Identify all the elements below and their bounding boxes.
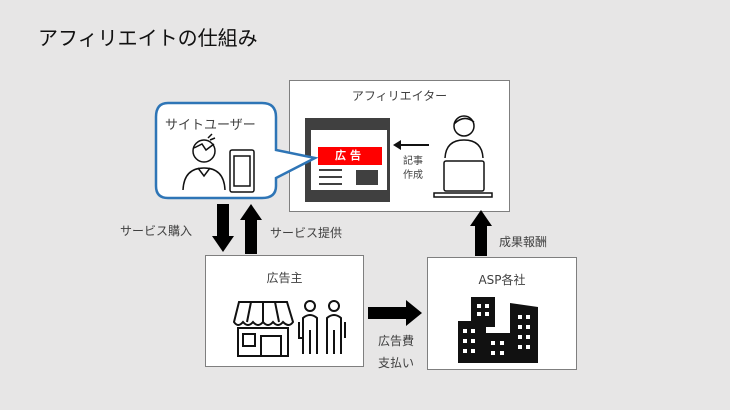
fee-payment-label: 広告費支払い	[378, 334, 415, 370]
fee-arrow-icon	[368, 300, 422, 326]
service-provide-label: サービス提供	[270, 226, 343, 240]
page-title: アフィリエイトの仕組み	[38, 26, 258, 50]
affiliator-label: アフィリエイター	[351, 89, 448, 103]
buildings-icon	[458, 297, 538, 363]
site-user-label: サイトユーザー	[165, 118, 256, 133]
ad-banner: 広告	[318, 147, 382, 165]
advertiser-label: 広告主	[266, 271, 303, 285]
shop-people-icon	[233, 300, 346, 357]
reward-arrow-icon	[470, 210, 492, 256]
advertiser-box: 広告主	[205, 255, 364, 367]
site-user-bubble	[154, 101, 319, 200]
reward-label: 成果報酬	[499, 235, 548, 249]
service-purchase-label: サービス購入	[120, 224, 193, 238]
person-laptop-icon	[433, 115, 493, 198]
purchase-arrows-icon	[212, 204, 262, 254]
arrow-left-icon	[393, 140, 429, 150]
asp-label: ASP各社	[478, 273, 526, 287]
website-icon: 広告	[305, 118, 390, 202]
article-creation-label: 記事作成	[403, 156, 423, 181]
